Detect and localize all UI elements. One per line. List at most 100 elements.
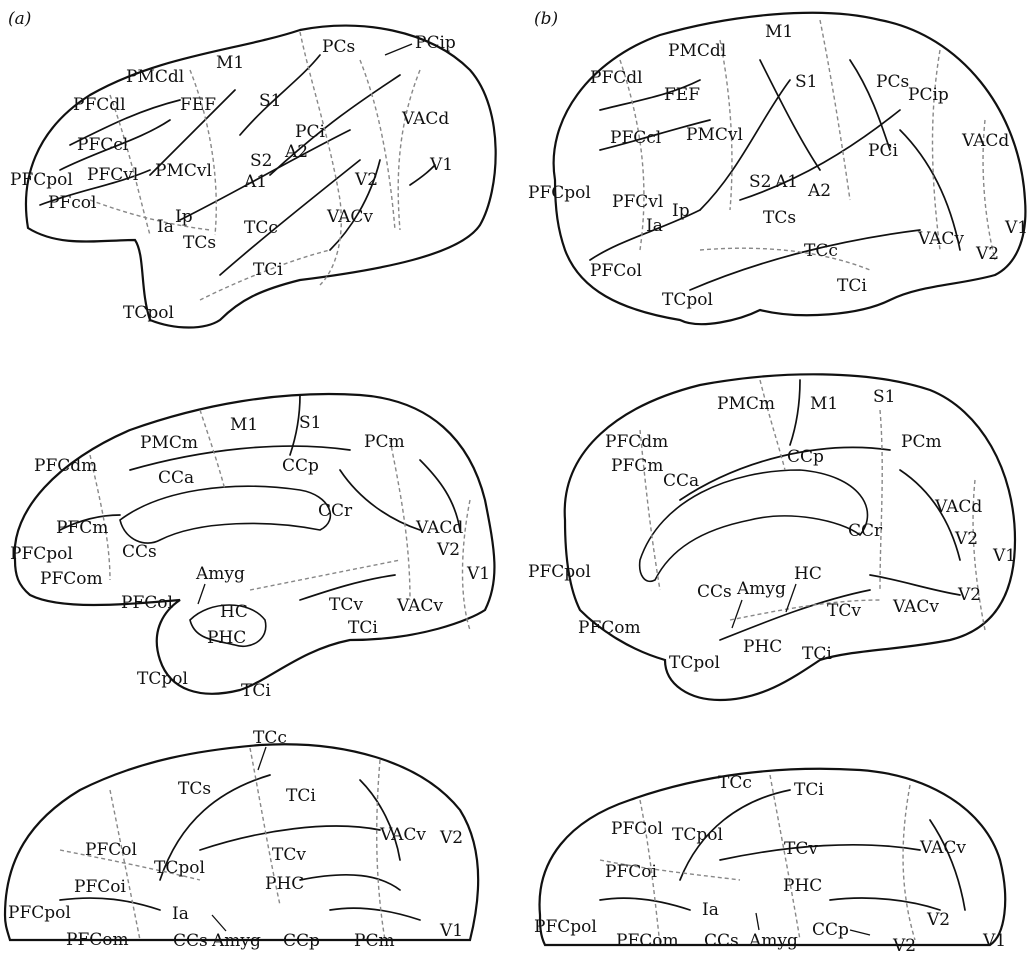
- region-label: PFCdm: [605, 432, 668, 452]
- region-label: TCc: [718, 773, 752, 793]
- region-label: CCp: [812, 920, 849, 940]
- region-label: PFCdl: [590, 68, 643, 88]
- region-label: TCi: [802, 644, 832, 664]
- region-label: V2: [892, 936, 916, 956]
- region-label: PFCcl: [77, 135, 128, 155]
- brain-b-medial: [565, 374, 1015, 700]
- region-label: PFCcl: [610, 128, 661, 148]
- region-label: PFCvl: [87, 165, 138, 185]
- region-label: CCp: [282, 456, 319, 476]
- region-label: Ia: [172, 904, 189, 924]
- region-label: PCi: [868, 141, 898, 161]
- region-label: HC: [794, 564, 822, 584]
- region-label: TCc: [244, 218, 278, 238]
- region-label: PFCom: [616, 931, 679, 951]
- region-label: TCc: [804, 241, 838, 261]
- region-label: HC: [220, 602, 248, 622]
- region-label: A1: [243, 172, 267, 192]
- region-label: VACd: [961, 131, 1009, 151]
- region-label: V2: [436, 540, 460, 560]
- region-label: A1: [774, 172, 798, 192]
- region-label: PMCm: [717, 394, 775, 414]
- region-label: TCpol: [669, 653, 720, 673]
- region-label: PMCvl: [686, 125, 743, 145]
- region-label: PFCom: [578, 618, 641, 638]
- region-label: CCs: [704, 931, 739, 951]
- panel-label-b: (b): [534, 9, 558, 29]
- region-label: V2: [957, 585, 981, 605]
- region-label: FEF: [664, 85, 700, 105]
- region-label: V1: [982, 931, 1006, 951]
- region-label: TCpol: [154, 858, 205, 878]
- region-label: Ia: [646, 216, 663, 236]
- region-label: TCi: [837, 276, 867, 296]
- region-label: PMCdl: [668, 41, 726, 61]
- region-label: PFCom: [66, 930, 129, 950]
- region-label: CCr: [318, 501, 353, 521]
- region-label: VACd: [415, 518, 463, 538]
- region-label: TCi: [286, 786, 316, 806]
- region-label: CCp: [283, 931, 320, 951]
- region-label: CCa: [158, 468, 194, 488]
- region-label: TCpol: [662, 290, 713, 310]
- region-label: PCi: [295, 122, 325, 142]
- region-label: TCpol: [137, 669, 188, 689]
- region-label: PFCpol: [528, 183, 591, 203]
- region-label: PMCm: [140, 433, 198, 453]
- region-label: PHC: [783, 876, 822, 896]
- region-label: VACv: [396, 596, 443, 616]
- region-label: PFCdm: [34, 456, 97, 476]
- region-label: PCip: [908, 85, 949, 105]
- region-label: PHC: [743, 637, 782, 657]
- region-label: TCs: [183, 233, 216, 253]
- region-label: PHC: [207, 628, 246, 648]
- region-label: V2: [354, 170, 378, 190]
- region-label: VACv: [892, 597, 939, 617]
- region-label: CCs: [173, 931, 208, 951]
- region-label: TCv: [329, 595, 363, 615]
- region-label: TCv: [827, 601, 861, 621]
- region-label: Ip: [672, 201, 690, 221]
- region-label: FEF: [180, 95, 216, 115]
- region-label: Amyg: [211, 931, 261, 951]
- region-label: TCv: [272, 845, 306, 865]
- region-label: TCs: [178, 779, 211, 799]
- region-label: Amyg: [748, 931, 798, 951]
- region-label: PFCol: [85, 840, 137, 860]
- region-label: PFCol: [590, 261, 642, 281]
- region-label: PFCvl: [612, 192, 663, 212]
- region-label: VACv: [326, 207, 373, 227]
- region-label: PFCpol: [528, 562, 591, 582]
- region-label: TCi: [253, 260, 283, 280]
- region-label: S2: [250, 151, 272, 171]
- region-label: PCm: [354, 931, 395, 951]
- region-label: S2: [749, 172, 771, 192]
- region-label: PCs: [322, 37, 355, 57]
- region-label: PFCm: [56, 518, 108, 538]
- region-label: PFCdl: [73, 95, 126, 115]
- region-label: A2: [807, 181, 831, 201]
- region-label: VACd: [401, 109, 449, 129]
- region-label: S1: [873, 387, 895, 407]
- region-label: VACd: [934, 497, 982, 517]
- region-label: V1: [992, 546, 1016, 566]
- region-label: VACv: [917, 229, 964, 249]
- region-label: TCi: [348, 618, 378, 638]
- region-label: PCip: [415, 33, 456, 53]
- region-label: PFCol: [611, 819, 663, 839]
- region-label: VACv: [919, 838, 966, 858]
- region-label: M1: [810, 394, 838, 414]
- region-label: PCs: [876, 72, 909, 92]
- region-label: CCr: [848, 521, 883, 541]
- region-label: CCp: [787, 447, 824, 467]
- region-label: PMCvl: [155, 161, 212, 181]
- region-label: TCpol: [123, 303, 174, 323]
- region-label: M1: [216, 53, 244, 73]
- region-label: V2: [954, 529, 978, 549]
- region-label: V2: [975, 244, 999, 264]
- region-label: V2: [439, 828, 463, 848]
- region-label: PFCm: [611, 456, 663, 476]
- region-label: CCa: [663, 471, 699, 491]
- region-label: V1: [439, 921, 463, 941]
- region-label: PMCdl: [126, 67, 184, 87]
